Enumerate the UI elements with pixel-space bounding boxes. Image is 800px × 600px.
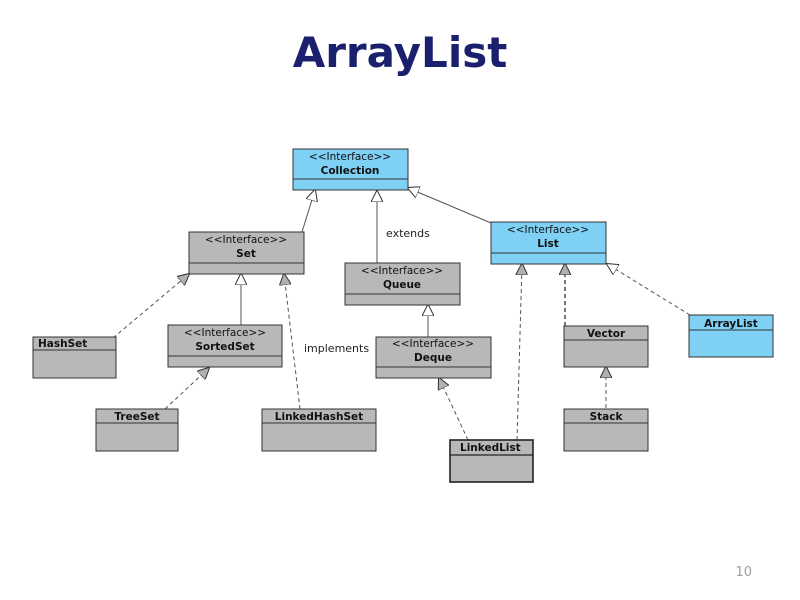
sortedset-stereotype: <<Interface>> — [184, 327, 266, 339]
set-name: Set — [236, 248, 256, 260]
node-queue: <<Interface>> Queue — [344, 262, 461, 306]
list-stereotype: <<Interface>> — [507, 224, 589, 236]
treeset-name: TreeSet — [114, 411, 159, 423]
edge-hashset-set — [112, 274, 189, 339]
edge-treeset-sortedset — [164, 368, 209, 410]
implements-label: implements — [304, 342, 369, 355]
linkedhashset-name: LinkedHashSet — [275, 411, 363, 423]
vector-name: Vector — [587, 328, 626, 340]
hashset-name: HashSet — [38, 338, 87, 350]
node-vector: Vector — [563, 325, 649, 368]
page-number: 10 — [735, 565, 752, 580]
node-linkedlist: LinkedList — [449, 439, 534, 483]
deque-name: Deque — [414, 352, 452, 364]
sortedset-name: SortedSet — [195, 341, 254, 353]
node-collection: <<Interface>> Collection — [292, 148, 409, 191]
set-stereotype: <<Interface>> — [205, 234, 287, 246]
arraylist-name: ArrayList — [704, 318, 758, 330]
connectors — [112, 188, 691, 441]
collection-stereotype: <<Interface>> — [309, 151, 391, 163]
node-hashset: HashSet — [32, 336, 117, 379]
queue-name: Queue — [383, 279, 421, 291]
stack-name: Stack — [590, 411, 624, 423]
linkedlist-name: LinkedList — [460, 442, 521, 454]
edge-list-collection — [408, 188, 492, 224]
node-list: <<Interface>> List — [490, 221, 607, 265]
collection-name: Collection — [321, 165, 380, 177]
list-name: List — [537, 238, 559, 250]
extends-label: extends — [386, 227, 430, 240]
edge-set-collection — [301, 190, 315, 233]
node-linkedhashset: LinkedHashSet — [261, 408, 377, 452]
node-stack: Stack — [563, 408, 649, 452]
node-set: <<Interface>> Set — [188, 231, 305, 275]
edge-linkedlist-list — [517, 264, 522, 441]
node-sortedset: <<Interface>> SortedSet — [167, 324, 283, 368]
node-arraylist: ArrayList — [688, 314, 774, 358]
queue-stereotype: <<Interface>> — [361, 265, 443, 277]
deque-stereotype: <<Interface>> — [392, 338, 474, 350]
edge-arraylist-list — [607, 264, 691, 316]
edge-linkedlist-deque — [439, 378, 469, 441]
node-deque: <<Interface>> Deque — [375, 336, 492, 379]
edge-linkedhashset-set — [284, 274, 301, 410]
slide-title: ArrayList — [292, 28, 508, 77]
node-treeset: TreeSet — [95, 408, 179, 452]
